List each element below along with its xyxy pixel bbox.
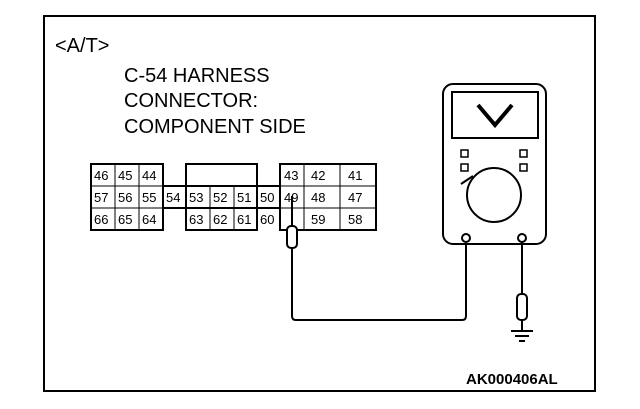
title-line-2: CONNECTOR: xyxy=(124,90,258,112)
ground-icon xyxy=(511,330,533,342)
variant-label: <A/T> xyxy=(55,35,109,57)
meter-jack-negative xyxy=(517,233,527,243)
pin-43: 43 xyxy=(284,168,298,183)
pin-63: 63 xyxy=(189,212,203,227)
pin-59: 59 xyxy=(311,212,325,227)
pin-60: 60 xyxy=(260,212,274,227)
pin-61: 61 xyxy=(237,212,251,227)
pin-57: 57 xyxy=(94,190,108,205)
voltmeter-icon xyxy=(476,103,514,129)
pin-48: 48 xyxy=(311,190,325,205)
pin-42: 42 xyxy=(311,168,325,183)
figure-code: AK000406AL xyxy=(466,371,558,388)
pin-52: 52 xyxy=(213,190,227,205)
pin-56: 56 xyxy=(118,190,132,205)
meter-dial xyxy=(466,167,522,223)
diagram-frame xyxy=(43,15,596,392)
pin-62: 62 xyxy=(213,212,227,227)
pin-44: 44 xyxy=(142,168,156,183)
pin-66: 66 xyxy=(94,212,108,227)
pin-55: 55 xyxy=(142,190,156,205)
pin-64: 64 xyxy=(142,212,156,227)
pin-46: 46 xyxy=(94,168,108,183)
meter-display xyxy=(451,91,539,139)
pin-45: 45 xyxy=(118,168,132,183)
probe-negative xyxy=(516,242,528,330)
pin-50: 50 xyxy=(260,190,274,205)
pin-47: 47 xyxy=(348,190,362,205)
pin-53: 53 xyxy=(189,190,203,205)
title-line-3: COMPONENT SIDE xyxy=(124,116,306,138)
voltmeter xyxy=(442,83,547,245)
pin-58: 58 xyxy=(348,212,362,227)
meter-jack-positive xyxy=(461,233,471,243)
title-line-1: C-54 HARNESS xyxy=(124,65,270,87)
connector-grid xyxy=(91,164,376,230)
pin-65: 65 xyxy=(118,212,132,227)
pin-51: 51 xyxy=(237,190,251,205)
pin-54: 54 xyxy=(166,190,180,205)
test-lead-positive xyxy=(291,240,467,321)
pin-41: 41 xyxy=(348,168,362,183)
